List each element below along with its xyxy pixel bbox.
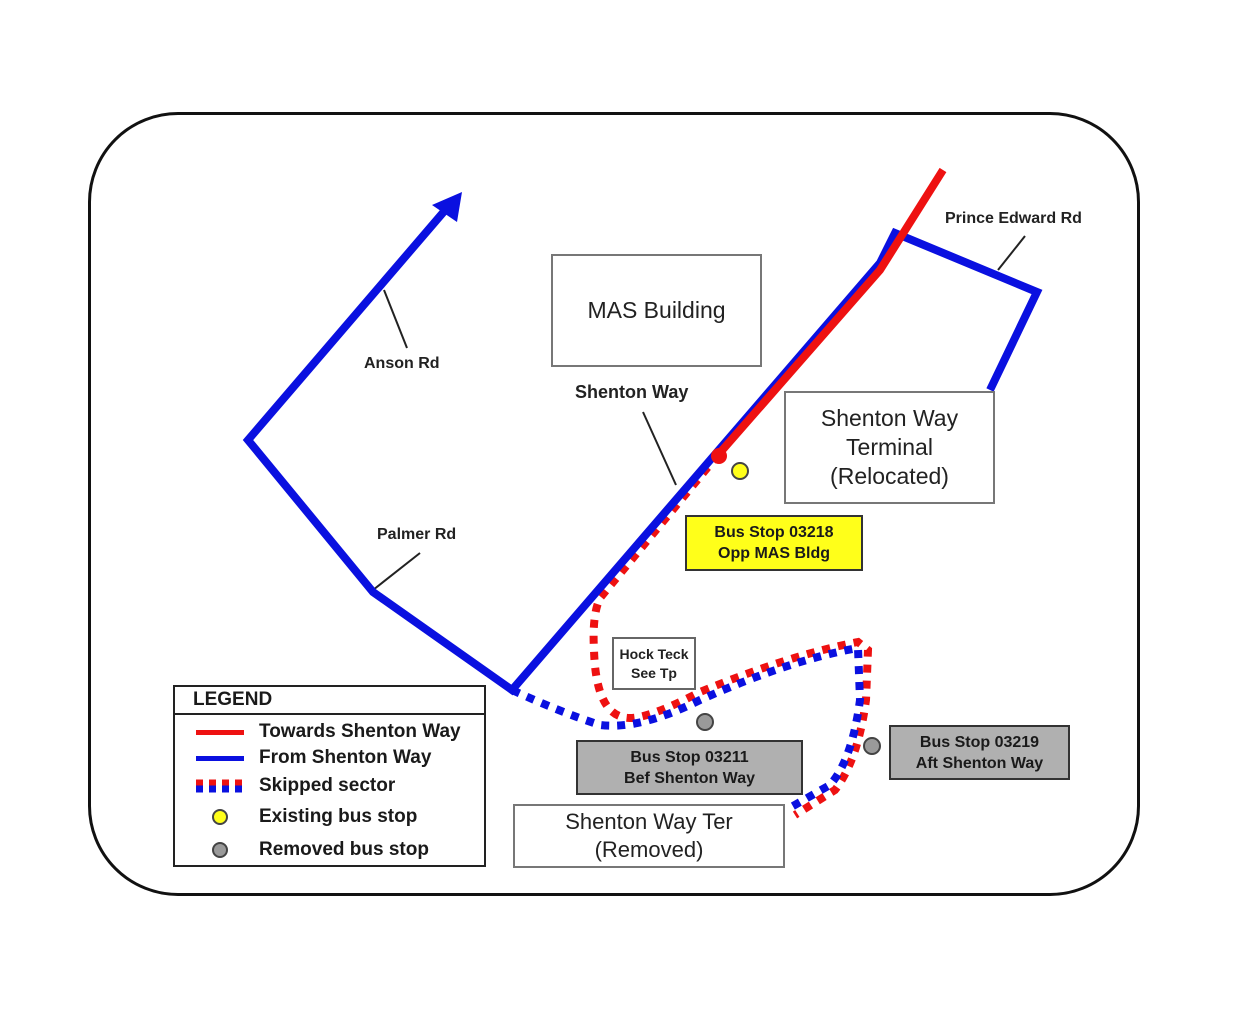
legend-item-from: From Shenton Way (175, 743, 431, 773)
legend-title: LEGEND (175, 687, 484, 715)
bus-stop-03211-code: Bus Stop 03211 (630, 748, 749, 766)
bus-stop-03218-label: Bus Stop 03218 Opp MAS Bldg (685, 515, 863, 571)
bus-stop-03218-name: Opp MAS Bldg (718, 545, 830, 562)
existing-bus-stop-marker (731, 462, 749, 480)
anson-rd-leader (383, 289, 408, 349)
legend-item-skipped: Skipped sector (175, 771, 395, 801)
terminal-relocated-line-3: (Relocated) (830, 463, 949, 489)
palmer-rd-label: Palmer Rd (377, 526, 457, 543)
mas-building-label: MAS Building (587, 297, 726, 323)
route-end-point (711, 448, 727, 464)
prince-edward-rd-leader (997, 235, 1026, 271)
skipped-sector-red-route (589, 452, 873, 819)
bus-stop-03219-name: Aft Shenton Way (915, 754, 1044, 772)
terminal-relocated-line-2: Terminal (846, 434, 933, 460)
anson-rd-label: Anson Rd (364, 355, 440, 372)
legend-label: Existing bus stop (259, 806, 418, 827)
skipped-sector-blue-route (510, 643, 865, 814)
shenton-way-terminal-relocated: Shenton Way Terminal (Relocated) (784, 391, 995, 504)
legend-item-existing-stop: Existing bus stop (175, 802, 417, 832)
yellow-circle-icon (212, 809, 228, 825)
legend: LEGEND Towards Shenton Way From Shenton … (173, 685, 486, 867)
bus-stop-03211-name: Bef Shenton Way (624, 769, 755, 787)
legend-item-towards: Towards Shenton Way (175, 717, 461, 747)
map-frame (88, 112, 1140, 896)
grey-circle-icon (212, 842, 228, 858)
mas-building: MAS Building (551, 254, 762, 367)
legend-label: Towards Shenton Way (259, 721, 461, 742)
hock-teck-line-2: See Tp (631, 664, 677, 681)
red-line-icon (196, 729, 244, 735)
from-shenton-way-route (242, 205, 1043, 696)
shenton-way-terminal-removed: Shenton Way Ter (Removed) (513, 804, 785, 868)
hock-teck-line-1: Hock Teck (619, 645, 689, 662)
legend-label: Skipped sector (259, 775, 396, 796)
legend-label: From Shenton Way (259, 747, 432, 768)
terminal-removed-line-2: (Removed) (594, 837, 704, 862)
palmer-rd-leader (372, 552, 421, 591)
terminal-relocated-line-1: Shenton Way (820, 405, 959, 431)
removed-bus-stop-marker-03219 (863, 737, 881, 755)
bus-stop-03219-code: Bus Stop 03219 (919, 733, 1040, 751)
hock-teck-see-tp: Hock Teck See Tp (612, 637, 696, 690)
shenton-way-leader (642, 411, 677, 486)
legend-label: Removed bus stop (259, 839, 429, 860)
prince-edward-rd-label: Prince Edward Rd (945, 210, 1082, 227)
red-blue-dotted-line-icon (196, 779, 244, 793)
shenton-way-label: Shenton Way (575, 382, 689, 402)
legend-item-removed-stop: Removed bus stop (175, 835, 429, 865)
blue-line-icon (196, 755, 244, 761)
terminal-removed-line-1: Shenton Way Ter (565, 809, 733, 834)
bus-stop-03219-label: Bus Stop 03219 Aft Shenton Way (889, 725, 1070, 780)
bus-stop-03218-code: Bus Stop 03218 (714, 524, 834, 541)
bus-stop-03211-label: Bus Stop 03211 Bef Shenton Way (576, 740, 803, 795)
removed-bus-stop-marker-03211 (696, 713, 714, 731)
direction-arrow-icon (432, 192, 462, 222)
towards-shenton-way-route (714, 167, 947, 458)
